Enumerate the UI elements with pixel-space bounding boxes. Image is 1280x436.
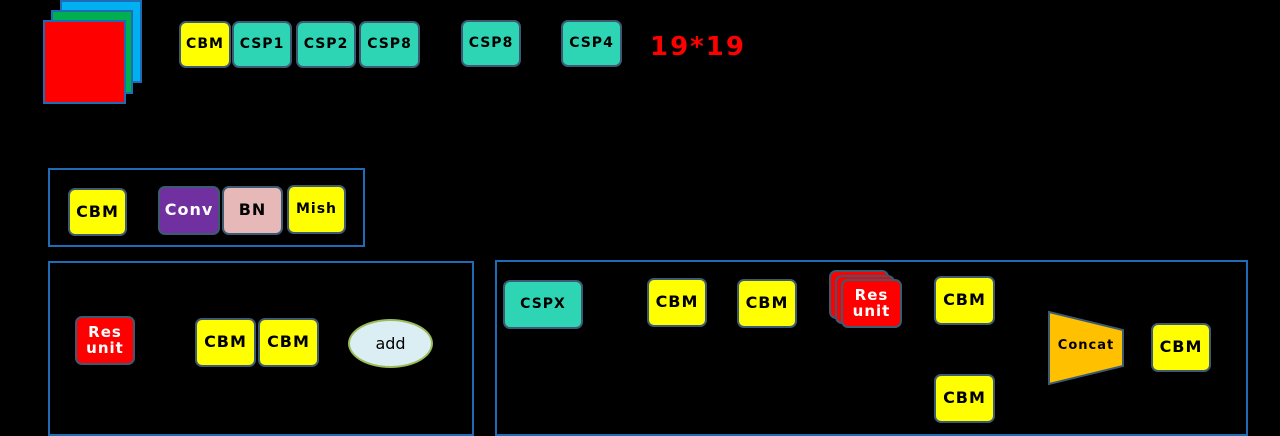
output-size-label: 19*19 [650, 32, 746, 62]
cbm-legend-cbm-block: CBM [68, 188, 127, 236]
res-unit-cbm-block-1: CBM [195, 318, 256, 367]
add-ellipse: add [348, 319, 433, 368]
conv-block: Conv [158, 186, 220, 235]
input-image-stack [40, 0, 144, 106]
top-csp2-block: CSP2 [296, 21, 356, 68]
top-csp1-block: CSP1 [232, 21, 292, 68]
cspx-cbm-branch-block: CBM [934, 374, 995, 423]
concat-label: Concat [1057, 338, 1115, 353]
cspx-cbm-output-block: CBM [1151, 323, 1211, 372]
top-cbm-block: CBM [179, 21, 231, 68]
cbm-legend-frame [48, 168, 365, 247]
res-unit-legend-frame [48, 261, 474, 436]
cspx-res-unit-block: Res unit [841, 279, 902, 328]
cspx-legend-frame [495, 260, 1248, 436]
res-unit-cbm-block-2: CBM [258, 318, 319, 367]
bn-block: BN [222, 186, 283, 235]
cspx-cbm-block-1: CBM [647, 278, 707, 327]
concat-trapezoid [1048, 310, 1124, 386]
cspx-cbm-block-2: CBM [737, 279, 797, 328]
res-unit-legend-block: Res unit [75, 316, 135, 365]
top-csp4-block: CSP4 [561, 20, 622, 67]
cspx-block: CSPX [503, 280, 583, 329]
input-layer-red [43, 20, 126, 104]
cspx-cbm-block-3: CBM [934, 276, 995, 325]
top-csp8-block-b: CSP8 [461, 20, 521, 67]
top-csp8-block-a: CSP8 [359, 21, 420, 68]
mish-block: Mish [287, 185, 346, 234]
